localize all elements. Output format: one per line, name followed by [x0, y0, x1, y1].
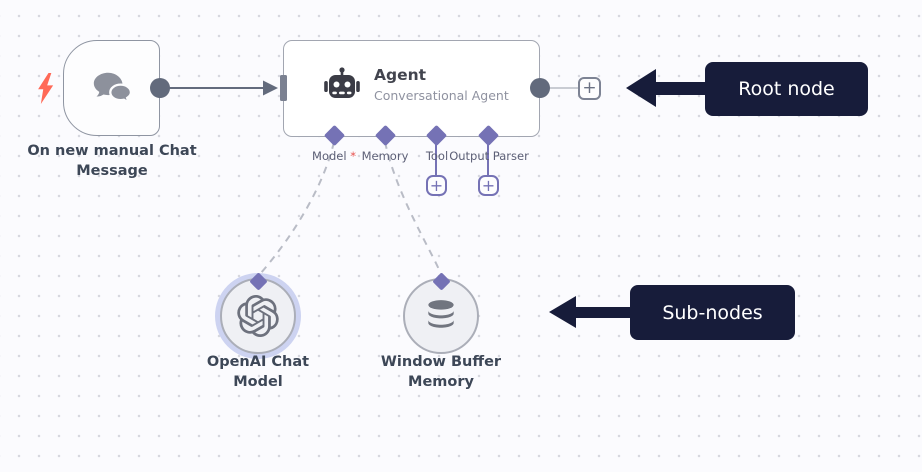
connection-model-to-openai[interactable] — [259, 141, 335, 275]
database-icon — [422, 297, 460, 335]
trigger-bolt-icon — [37, 73, 54, 104]
port-label-memory: Memory — [361, 149, 409, 163]
port-label-model: Model * — [312, 149, 356, 163]
connection-memory-to-buffer[interactable] — [384, 141, 442, 275]
robot-icon — [322, 66, 362, 106]
connection-arrowhead-icon — [263, 80, 278, 96]
add-node-button[interactable]: + — [578, 77, 601, 100]
openai-icon — [237, 295, 279, 338]
chat-bubbles-icon — [89, 66, 135, 110]
agent-title: Agent — [374, 66, 427, 84]
agent-subtitle: Conversational Agent — [374, 88, 509, 103]
plus-icon: + — [429, 175, 444, 195]
openai-node-label: OpenAI Chat Model — [206, 354, 310, 390]
agent-input-port[interactable] — [280, 75, 287, 101]
node-chat-trigger[interactable] — [63, 40, 160, 136]
plus-icon: + — [582, 78, 597, 98]
sub-nodes-arrow-shaft — [571, 306, 631, 318]
required-asterisk: * — [346, 149, 356, 163]
trigger-output-port[interactable] — [150, 78, 170, 98]
port-label-tool: Tool — [425, 149, 449, 163]
sub-nodes-annotation: Sub-nodes — [630, 285, 795, 340]
buffer-memory-node-label: Window Buffer Memory — [380, 354, 502, 390]
root-node-annotation: Root node — [705, 62, 868, 116]
node-openai-chat-model[interactable] — [220, 278, 296, 354]
add-tool-button[interactable]: + — [426, 175, 447, 196]
port-label-outputparser: Output Parser — [449, 149, 529, 163]
root-node-arrow-shaft — [650, 81, 706, 95]
agent-output-port[interactable] — [530, 78, 550, 98]
trigger-node-label: On new manual Chat Message — [27, 143, 197, 179]
plus-icon: + — [481, 175, 496, 195]
add-outputparser-button[interactable]: + — [478, 175, 499, 196]
